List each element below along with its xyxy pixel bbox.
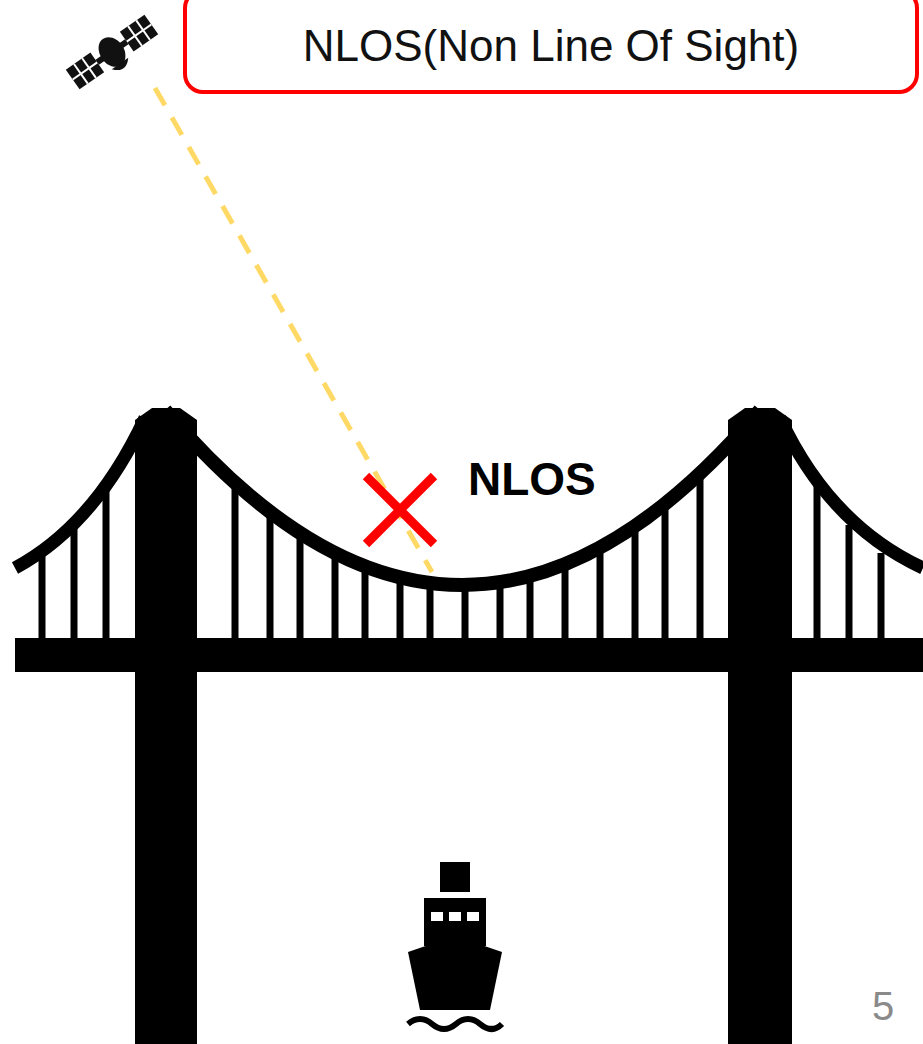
hanger	[632, 526, 639, 640]
title-box: NLOS(Non Line Of Sight)	[183, 0, 919, 94]
hanger	[267, 512, 274, 640]
hanger	[39, 553, 46, 640]
side-cable	[780, 418, 923, 568]
hanger	[597, 548, 604, 640]
panel-grid	[73, 62, 98, 79]
ship-window	[467, 912, 479, 921]
hanger	[846, 525, 853, 640]
hanger	[362, 566, 369, 640]
cross-stroke	[366, 476, 434, 544]
hanger	[497, 582, 504, 640]
ship-window	[449, 912, 461, 921]
hanger	[427, 583, 434, 640]
ship-icon	[408, 862, 502, 1029]
bridge-tower	[135, 408, 197, 1044]
hanger	[697, 473, 704, 640]
hanger	[562, 564, 569, 640]
box-title: NLOS(Non Line Of Sight)	[303, 21, 799, 71]
ship-hull	[408, 936, 502, 1010]
page-number: 5	[872, 984, 894, 1029]
bridge-tower	[728, 408, 792, 1044]
cross-stroke	[366, 476, 434, 544]
hanger	[462, 585, 469, 640]
hanger	[103, 485, 110, 640]
blocked-mark	[366, 476, 434, 544]
hanger	[397, 577, 404, 640]
hanger	[297, 533, 304, 640]
hanger	[332, 553, 339, 640]
satellite-dish	[112, 58, 132, 74]
hanger	[662, 504, 669, 640]
panel-grid	[127, 24, 152, 41]
ship-window	[431, 912, 443, 921]
hanger	[814, 485, 821, 640]
satellite-icon	[64, 11, 163, 96]
blocked-label: NLOS	[468, 452, 596, 506]
hanger	[527, 576, 534, 640]
hanger	[232, 483, 239, 640]
ship-wave	[408, 1019, 502, 1029]
side-cable	[15, 418, 145, 568]
main-cable	[165, 410, 760, 585]
hanger	[878, 553, 885, 640]
ship-funnel	[440, 862, 470, 892]
hanger	[71, 525, 78, 640]
